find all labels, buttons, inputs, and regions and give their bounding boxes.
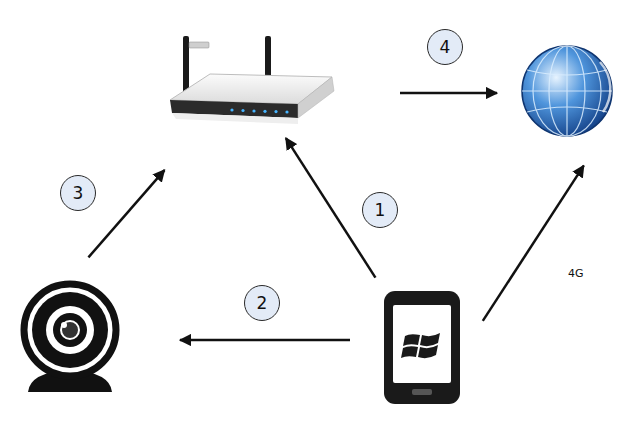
- internet-node: [520, 45, 614, 138]
- callout-number: 3: [60, 175, 96, 211]
- webcam-icon: [24, 284, 116, 392]
- callout-number: 1: [362, 192, 398, 228]
- arrow-connector: [88, 170, 164, 257]
- callout-number: 4: [427, 29, 463, 65]
- phone-node: [383, 289, 461, 405]
- callout-number: 2: [244, 285, 280, 321]
- router-node: [165, 34, 337, 128]
- arrow-connector: [483, 166, 584, 321]
- router-icon: [170, 36, 334, 124]
- webcam-node: [18, 280, 125, 395]
- arrow-connector: [180, 339, 350, 342]
- smartphone-icon: [384, 291, 460, 404]
- network-label: 4G: [566, 266, 586, 281]
- arrow-connector: [400, 92, 497, 95]
- internet-globe: [522, 46, 612, 136]
